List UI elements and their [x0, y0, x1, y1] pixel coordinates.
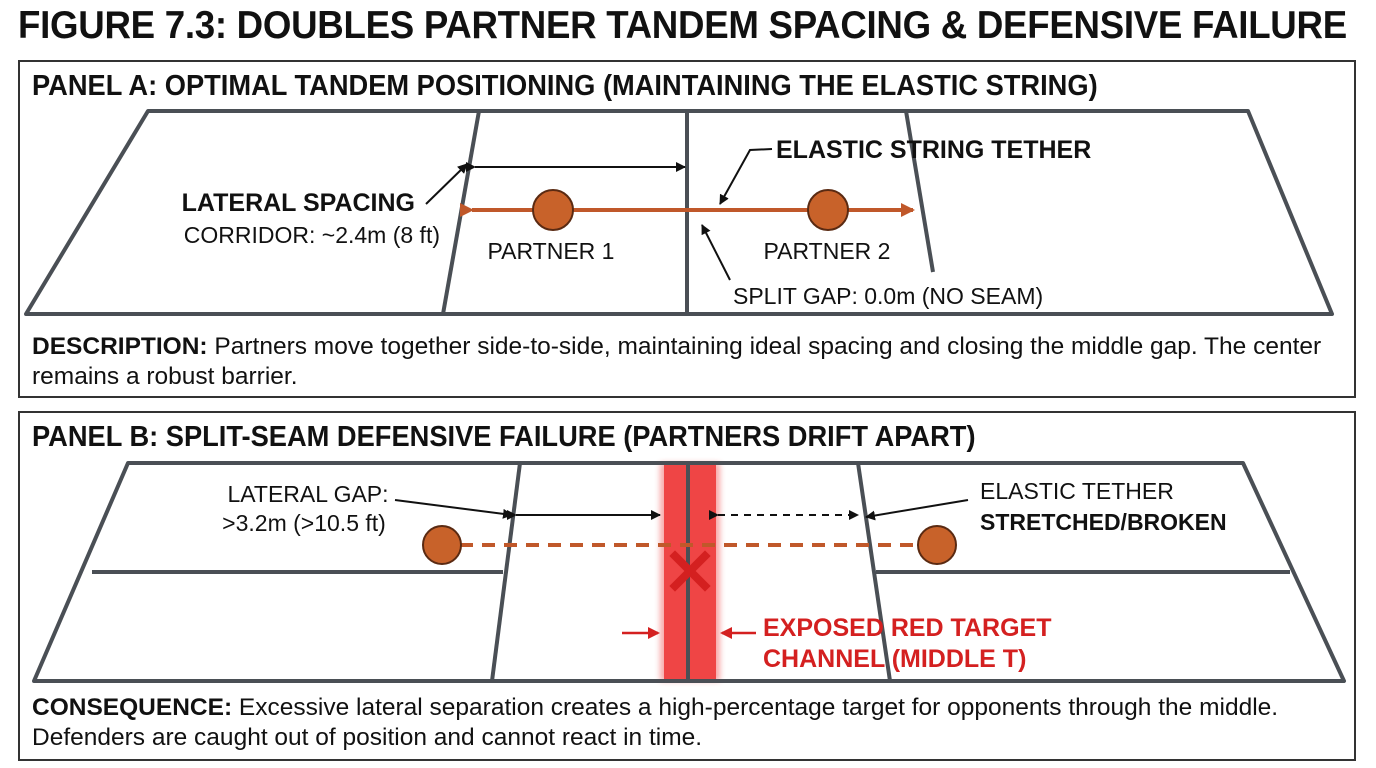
lateral-spacing-callout: [425, 163, 468, 205]
court-outline: [24, 109, 1334, 316]
partner-2-marker: [917, 525, 957, 565]
split-gap-label: SPLIT GAP: 0.0m (NO SEAM): [733, 283, 1043, 309]
exposed-target-label-line1: EXPOSED RED TARGET: [763, 614, 1051, 642]
court-service-line-left: [490, 462, 522, 682]
split-gap-callout: [701, 224, 731, 281]
court-service-line-right: [904, 110, 935, 273]
panel-a-diagram: LATERAL SPACING CORRIDOR: ~2.4m (8 ft) E…: [24, 109, 1334, 316]
partner-2-marker: [807, 189, 849, 231]
consequence-lead: CONSEQUENCE:: [32, 694, 233, 721]
partner-2-label: PARTNER 2: [764, 238, 891, 264]
partner-1-label: PARTNER 1: [488, 238, 615, 264]
consequence-text: Excessive lateral separation creates a h…: [32, 694, 1279, 751]
panel-b: PANEL B: SPLIT-SEAM DEFENSIVE FAILURE (P…: [18, 411, 1356, 761]
partner-1-marker: [532, 189, 574, 231]
tether-callout: [865, 499, 969, 521]
partner-1-marker: [422, 525, 462, 565]
elastic-tether-label: ELASTIC TETHER: [980, 478, 1174, 504]
description-text: Partners move together side-to-side, mai…: [32, 333, 1322, 390]
description-lead: DESCRIPTION:: [32, 333, 208, 360]
elastic-tether-label: ELASTIC STRING TETHER: [776, 136, 1091, 164]
panel-a-description: DESCRIPTION: Partners move together side…: [32, 332, 1342, 392]
court-service-line-right: [856, 462, 892, 682]
panel-a: PANEL A: OPTIMAL TANDEM POSITIONING (MAI…: [18, 60, 1356, 398]
panel-a-title: PANEL A: OPTIMAL TANDEM POSITIONING (MAI…: [32, 70, 1098, 102]
lateral-gap-label: LATERAL GAP:: [227, 481, 388, 507]
tether-callout: [719, 148, 773, 205]
lateral-gap-value: >3.2m (>10.5 ft): [222, 510, 386, 536]
lateral-spacing-label: LATERAL SPACING: [182, 189, 415, 217]
figure-title: FIGURE 7.3: DOUBLES PARTNER TANDEM SPACI…: [18, 4, 1347, 47]
panel-b-title: PANEL B: SPLIT-SEAM DEFENSIVE FAILURE (P…: [32, 421, 976, 453]
court-outline: [32, 461, 1346, 683]
court-service-line-left: [441, 110, 481, 315]
stretched-broken-label: STRETCHED/BROKEN: [980, 509, 1227, 535]
corridor-label: CORRIDOR: ~2.4m (8 ft): [184, 222, 440, 248]
lateral-gap-callout: [394, 499, 513, 519]
panel-b-consequence: CONSEQUENCE: Excessive lateral separatio…: [32, 693, 1342, 753]
exposed-target-label-line2: CHANNEL (MIDDLE T): [763, 645, 1026, 673]
target-x-icon: [669, 550, 711, 592]
panel-b-diagram: LATERAL GAP: >3.2m (>10.5 ft) ELASTIC TE…: [32, 461, 1346, 683]
